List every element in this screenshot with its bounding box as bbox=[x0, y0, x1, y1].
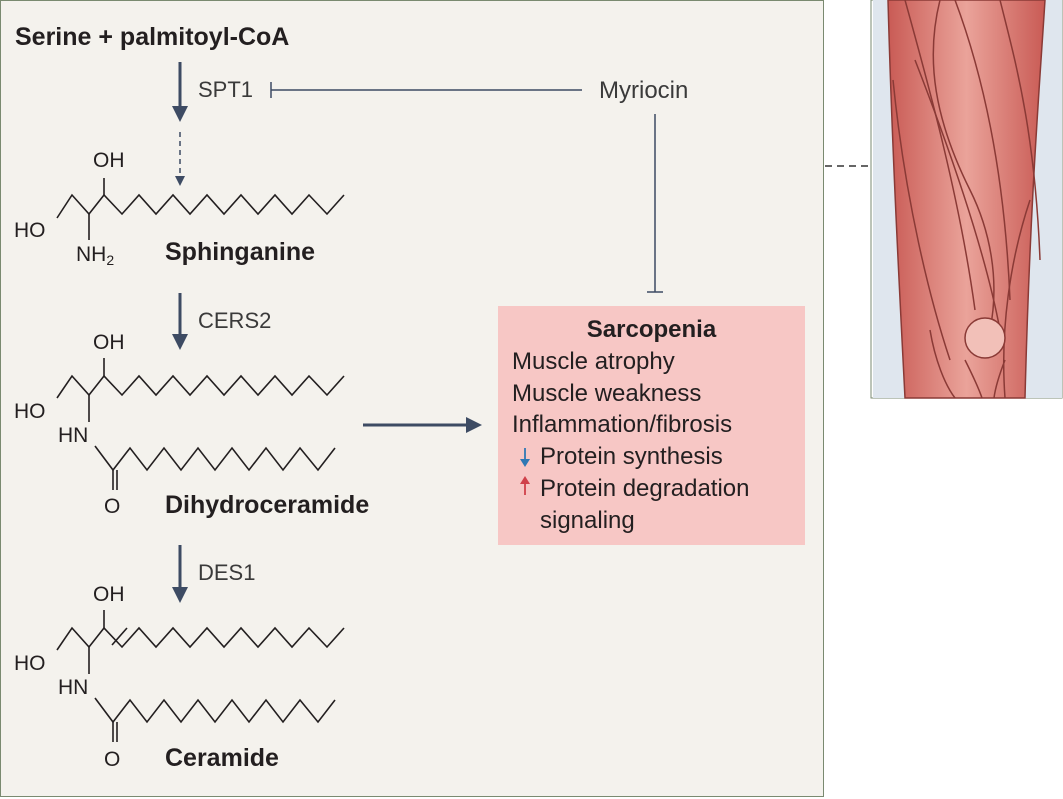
protein-degradation-signaling: signaling bbox=[540, 507, 635, 534]
sphinganine-structure bbox=[56, 178, 345, 240]
ceramide-o: O bbox=[104, 748, 121, 771]
dihydroceramide-structure bbox=[56, 358, 345, 490]
enzyme-cers2-label: CERS2 bbox=[198, 308, 272, 333]
myriocin-label: Myriocin bbox=[599, 77, 689, 104]
arrow-spt1 bbox=[172, 62, 188, 122]
sphinganine-nh2: NH2 bbox=[76, 244, 114, 267]
sphinganine-label: Sphinganine bbox=[165, 238, 315, 266]
ceramide-structure bbox=[56, 610, 345, 742]
arrow-des1 bbox=[172, 545, 188, 603]
dihydroceramide-label: Dihydroceramide bbox=[165, 491, 370, 519]
inflammation-fibrosis: Inflammation/fibrosis bbox=[512, 411, 733, 438]
ceramide-ho: HO bbox=[14, 652, 46, 675]
ceramide-label: Ceramide bbox=[165, 744, 279, 772]
kneecap bbox=[964, 317, 1006, 399]
substrate-label: Serine + palmitoyl-CoA bbox=[15, 23, 290, 51]
muscle-weakness: Muscle weakness bbox=[512, 380, 702, 407]
ceramide-hn: HN bbox=[58, 676, 89, 699]
dihydroceramide-hn: HN bbox=[58, 424, 89, 447]
arrow-to-sarcopenia bbox=[363, 417, 482, 433]
thigh-muscles bbox=[887, 0, 1046, 399]
sarcopenia-box: Sarcopenia Muscle atrophy Muscle weaknes… bbox=[498, 306, 805, 545]
arrow-cers2 bbox=[172, 293, 188, 350]
enzyme-des1-label: DES1 bbox=[198, 560, 256, 585]
sarcopenia-title: Sarcopenia bbox=[586, 316, 717, 343]
enzyme-spt1-label: SPT1 bbox=[198, 77, 254, 102]
dihydroceramide-ho: HO bbox=[14, 400, 46, 423]
myriocin-inhibits-spt1 bbox=[270, 82, 582, 98]
protein-degradation: Protein degradation bbox=[540, 475, 750, 502]
protein-synthesis: Protein synthesis bbox=[540, 443, 723, 470]
dihydroceramide-o: O bbox=[104, 495, 121, 518]
sphinganine-ho: HO bbox=[14, 219, 46, 242]
myriocin-inhibits-sarcopenia bbox=[647, 114, 663, 293]
subscript-2: 2 bbox=[106, 252, 115, 268]
dihydroceramide-oh: OH bbox=[93, 331, 125, 354]
ceramide-oh: OH bbox=[93, 583, 125, 606]
nh-text: NH bbox=[76, 243, 107, 266]
up-arrow-icon bbox=[520, 476, 530, 495]
muscle-atrophy: Muscle atrophy bbox=[512, 348, 675, 375]
down-arrow-icon bbox=[520, 448, 530, 467]
sphinganine-oh: OH bbox=[93, 149, 125, 172]
dashed-arrow bbox=[175, 132, 185, 186]
